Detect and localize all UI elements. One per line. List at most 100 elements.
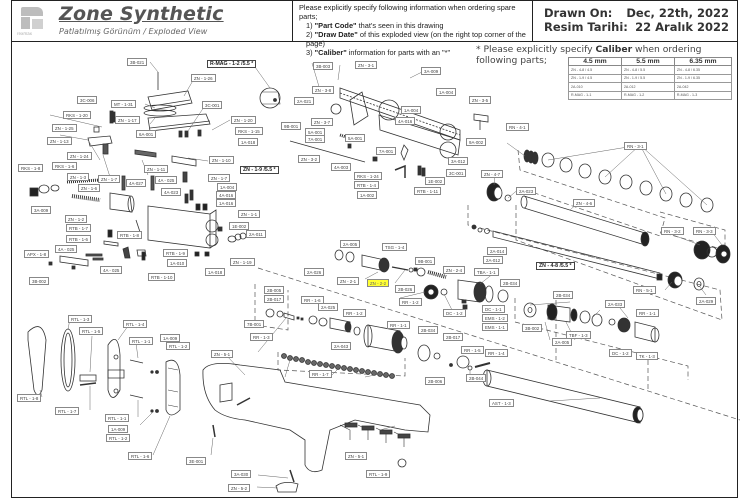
part-label: RTB - 1-11 (414, 187, 442, 195)
table-cell: R-MAG - 1-3 (673, 90, 733, 100)
part-label: RKS - 1-20 (63, 111, 91, 119)
part-label: RTB - 1-9 (163, 249, 188, 257)
leader-lines (39, 61, 723, 489)
part-label: 2B-026 (395, 285, 416, 293)
part-label: 3A-009 (421, 67, 442, 75)
part-label: 4A-023 (161, 188, 182, 196)
part-label: 1A-002 (357, 191, 378, 199)
part-label: 9B-001 (415, 257, 436, 265)
part-label: RTL - 1-5 (79, 327, 104, 335)
part-label: 4A - 025 (155, 176, 178, 184)
part-label: 1A-018 (238, 138, 259, 146)
part-label: 2A-005 (552, 338, 573, 346)
part-label: ZN - 1-24 (67, 152, 92, 160)
part-label: 2B-006 (425, 377, 446, 385)
part-label: ZN - 1-3 (67, 173, 90, 181)
part-label: AST - 1-3 (489, 399, 514, 407)
part-label: RTL - 1-8 (17, 394, 42, 402)
instruction-item: 2) "Draw Date" of this exploded view (on… (306, 30, 526, 48)
part-label: RR - 1-1 (387, 321, 410, 329)
part-label-caliber: ZN - 4-8 /5.5 * (536, 262, 575, 270)
part-label: RTL - 1-2 (106, 434, 131, 442)
part-label: 7B-001 (244, 320, 265, 328)
part-label: RR - 1-6 (301, 296, 324, 304)
part-label: RTL - 1-1 (129, 337, 154, 345)
instruction-item: 3) "Caliber" information for parts with … (306, 48, 451, 57)
part-label: DC - 1-2 (609, 349, 632, 357)
part-label: 2A-011 (246, 230, 266, 238)
part-label: TSG - 1-4 (382, 243, 408, 251)
part-label: 2B-017 (443, 333, 464, 341)
part-label: TBA - 1-1 (474, 268, 499, 276)
part-label: 3A-012 (448, 157, 469, 165)
part-label: 1E-002 (425, 177, 446, 185)
part-label: EMS - 1-1 (482, 323, 508, 331)
part-label: RKS - 1-24 (354, 172, 382, 180)
part-label: RTL - 1-4 (123, 320, 148, 328)
part-label: RN - 4-1 (506, 123, 529, 131)
part-label: 2A-005 (340, 240, 361, 248)
part-label: RN - 3-2 (661, 227, 684, 235)
part-label: ZN - 4-7 (481, 170, 504, 178)
part-label: ZN - 4-6 (573, 199, 596, 207)
part-label: 2B-005 (264, 286, 285, 294)
part-label: ZN - 1-1 (238, 210, 261, 218)
part-label: ZN - 1-19 (230, 258, 255, 266)
part-label: ZN - 1-11 (144, 165, 169, 173)
part-label: 1A-004 (217, 183, 238, 191)
part-label: TBF - 1-3 (566, 331, 591, 339)
part-label: ZN - 1-7 (98, 175, 121, 183)
part-label: 2B-034 (418, 326, 439, 334)
part-label: 1A-016 (216, 199, 237, 207)
part-label: RTB - 1-4 (354, 181, 379, 189)
part-label: ZN - 1-6 (78, 184, 101, 192)
part-label: RTB - 1-8 (117, 231, 142, 239)
part-label: 2A-025 (318, 303, 339, 311)
part-label: RN - 3-3 (693, 227, 716, 235)
part-label: ZN - 1-20 (231, 116, 256, 124)
part-label: RN - 3-1 (624, 142, 647, 150)
part-label: 4A-003 (331, 163, 352, 171)
part-label: 2A-029 (696, 297, 717, 305)
part-label: 4A-027 (126, 179, 147, 187)
part-label: RTB - 1-10 (148, 273, 176, 281)
part-label: 3A-030 (231, 470, 252, 478)
part-label: 2B-017 (264, 295, 285, 303)
part-label: RTL - 1-7 (55, 407, 80, 415)
part-label: 1A-004 (401, 106, 422, 114)
drawn-on-value: Dec, 22th, 2022 (626, 6, 729, 20)
part-label: 2B-044 (466, 374, 487, 382)
part-label: RTL - 1-2 (166, 342, 191, 350)
resim-tarihi-label: Resim Tarihi: (544, 20, 628, 34)
part-label: 3E-001 (186, 457, 207, 465)
ordering-instructions: Please explicitly specify following info… (294, 0, 533, 57)
part-label: 5A-001 (345, 134, 366, 142)
part-label: 9A-002 (466, 138, 487, 146)
part-label: 3A-009 (31, 206, 52, 214)
part-label: RN - 5-1 (633, 286, 656, 294)
part-label: 4A - 025 (55, 245, 78, 253)
part-label-caliber: R-MAG - 1-2 /5.5 * (207, 60, 257, 68)
caliber-column-header: 6.35 mm (673, 57, 733, 66)
part-label: ZN - 3-8 (312, 86, 335, 94)
part-label-highlighted: ZN - 2-2 (367, 279, 390, 287)
part-label: 4A - 025 (100, 266, 123, 274)
part-label: ZN - 2-1 (337, 277, 360, 285)
part-label: 3B-003 (313, 62, 334, 70)
part-label: ZN - 1-26 (191, 74, 216, 82)
caliber-note: * Please explicitly specify Caliber when… (476, 44, 702, 66)
part-label: ZN - 1-10 (209, 156, 234, 164)
trigger-assembly-parts (29, 72, 281, 270)
part-label: ZN - 3-2 (298, 155, 321, 163)
part-label: 7A-001 (305, 135, 326, 143)
part-label: 1E-002 (229, 222, 250, 230)
part-label: 9B-001 (281, 122, 302, 130)
part-label: 2A-033 (605, 300, 626, 308)
part-label: RKS - 1-15 (235, 127, 263, 135)
part-label: 4A-016 (216, 191, 237, 199)
part-label: 3B-002 (29, 277, 50, 285)
part-label: RTL - 1-6 (128, 452, 153, 460)
part-label: 7A-001 (376, 147, 397, 155)
